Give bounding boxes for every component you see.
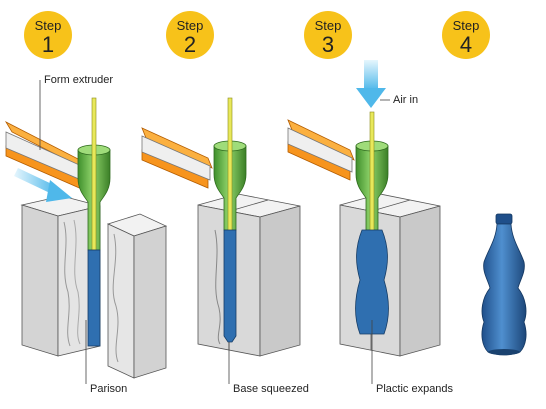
label-parison: Parison: [90, 383, 127, 395]
step-2-illustration: [141, 97, 301, 357]
step-1-illustration: [4, 97, 168, 379]
step-badge-2: Step 2: [166, 11, 214, 59]
extruder-pipe: [287, 119, 355, 181]
label-plastic-expands: Plactic expands: [376, 383, 454, 395]
step-number: 1: [42, 32, 54, 57]
step-number: 2: [184, 32, 196, 57]
mold-closed: [339, 193, 441, 357]
extruder-pipe: [4, 121, 92, 191]
label-base-squeezed: Base squeezed: [233, 383, 309, 395]
mold-right: [106, 213, 168, 379]
step-number: 3: [322, 32, 334, 57]
air-in-arrow: [356, 60, 386, 108]
expanded-parison: [355, 229, 389, 335]
parison: [223, 229, 237, 343]
parison: [87, 249, 101, 347]
mold-closed: [197, 193, 301, 357]
blow-pin: [227, 97, 233, 249]
finished-bottle: [481, 213, 527, 356]
step-number: 4: [460, 32, 472, 57]
step-badge-3: Step 3: [304, 11, 352, 59]
blow-pin: [369, 111, 375, 243]
label-air-in: Air in: [393, 94, 418, 106]
step-word: Step: [453, 18, 480, 33]
blow-pin: [91, 97, 97, 251]
step-3-illustration: [287, 60, 441, 357]
step-badge-4: Step 4: [442, 11, 490, 59]
step-word: Step: [177, 18, 204, 33]
step-badge-1: Step 1: [24, 11, 72, 59]
leader-lines: [39, 80, 390, 384]
flow-arrow: [14, 168, 72, 202]
step-word: Step: [315, 18, 342, 33]
label-form-extruder: Form extruder: [44, 74, 113, 86]
extruder-pipe: [141, 127, 213, 189]
step-word: Step: [35, 18, 62, 33]
